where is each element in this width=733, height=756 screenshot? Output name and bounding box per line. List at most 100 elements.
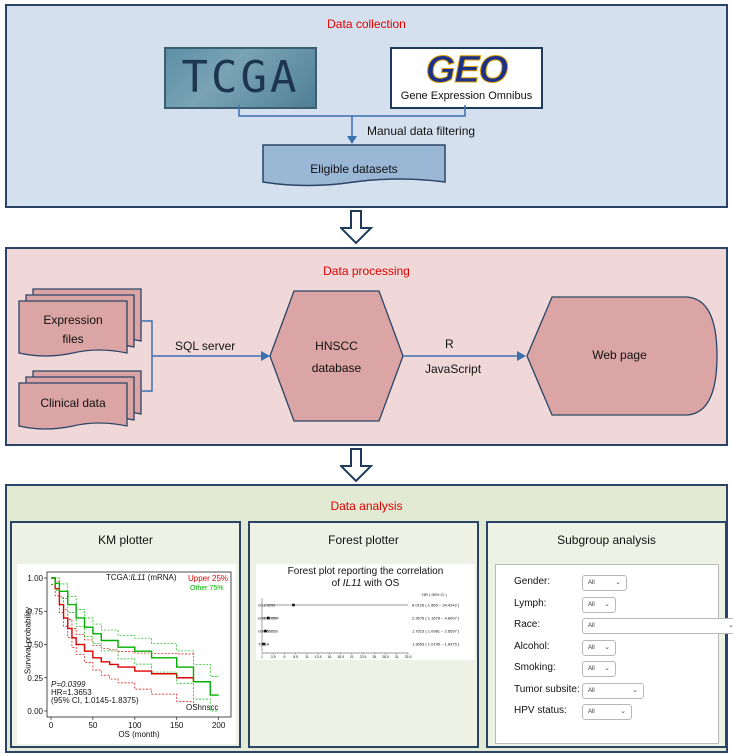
- subgroup-label-smoking: Smoking:: [514, 662, 556, 673]
- forest-point: [266, 616, 270, 620]
- subgroup-analysis-panel: Subgroup analysis Gender:All⌄Lymph:All⌄R…: [486, 521, 733, 748]
- expression-files-label-2: files: [62, 332, 84, 346]
- subgroup-label-alcohol: Alcohol:: [514, 640, 550, 652]
- subgroup-label-hpv-status: HPV status:: [514, 705, 567, 716]
- km-y-label: Survival probability: [23, 606, 33, 675]
- forest-x-tick-label: 13.5: [315, 655, 322, 659]
- tcga-logo-text: TCGA: [181, 52, 300, 103]
- km-ci-upper-line: [51, 577, 194, 656]
- subgroup-select-value: All: [588, 709, 595, 715]
- javascript-label: JavaScript: [425, 362, 482, 376]
- subgroup-select-race[interactable]: All ⌄: [582, 618, 733, 634]
- forest-plot-title-2: of IL11 with OS: [331, 578, 400, 589]
- expression-files-stack: [18, 288, 142, 357]
- chevron-down-icon: ⌄: [620, 708, 626, 715]
- forest-hr-value: 2.3676 ( 1.1678 ~ 4.8007 ): [412, 616, 460, 621]
- subgroup-select-alcohol[interactable]: All⌄: [582, 639, 616, 656]
- km-p-value: P=0.0399: [51, 680, 86, 689]
- forest-x-tick-label: 33.5: [405, 655, 412, 659]
- collection-connectors: [238, 105, 466, 187]
- subgroup-label-lymph: Lymph:: [514, 597, 547, 609]
- forest-x-tick-label: 26: [372, 655, 376, 659]
- forest-plotter-panel: Forest plotter Forest plot reporting the…: [248, 521, 479, 748]
- subgroup-select-value: All: [588, 666, 595, 672]
- km-x-tick-label: 0: [49, 721, 54, 730]
- km-y-tick-label: 0.00: [27, 707, 43, 716]
- web-page-label: Web page: [592, 348, 647, 362]
- clinical-data-stack: [18, 370, 142, 430]
- km-y-tick-label: 0.50: [27, 641, 43, 650]
- km-upper-legend: Upper 25%: [188, 574, 229, 583]
- forest-hr-value: 1.7623 ( 1.0981 ~ 2.6597 ): [412, 629, 460, 634]
- subgroup-select-gender[interactable]: All⌄: [582, 575, 627, 591]
- forest-x-tick-label: 28.5: [382, 655, 389, 659]
- chevron-down-icon: ⌄: [632, 686, 638, 694]
- chevron-down-icon: ⌄: [604, 600, 610, 608]
- subgroup-select-value: All: [588, 601, 595, 608]
- subgroup-select-value: All: [588, 623, 595, 629]
- km-ci-upper-line: [51, 577, 219, 677]
- forest-hr-value: 1.3653 ( 1.0145 ~ 1.8375 ): [412, 642, 460, 647]
- km-cohort-label: OShnscc: [186, 703, 219, 712]
- km-series-line: [51, 577, 195, 682]
- r-label: R: [445, 337, 454, 351]
- forest-point: [262, 642, 265, 646]
- km-gene-label: TCGA:IL11 (mRNA): [106, 573, 177, 582]
- forest-x-tick-label: 8.5: [293, 655, 298, 659]
- forest-hr-value: 8.0126 ( 1.865 ~ 34.4242 ): [412, 603, 460, 608]
- chevron-down-icon: ⌄: [728, 622, 733, 629]
- subgroup-label-race: Race:: [514, 619, 541, 630]
- forest-plotter-title: Forest plotter: [328, 533, 399, 547]
- forest-x-tick-label: 6: [283, 655, 285, 659]
- tcga-logo: TCGA: [164, 47, 317, 109]
- subgroup-select-value: All: [588, 644, 595, 651]
- clinical-data-label: Clinical data: [40, 396, 106, 410]
- km-x-label: OS (month): [118, 730, 160, 739]
- forest-x-tick-label: 1: [261, 655, 263, 659]
- forest-point: [292, 603, 295, 607]
- forest-x-tick-label: 11: [305, 655, 309, 659]
- subgroup-select-tumor-subsite[interactable]: All ⌄: [582, 682, 644, 699]
- subgroup-select-hpv-status[interactable]: All ⌄: [582, 704, 632, 720]
- data-processing-panel: Data processing Expression files Clinica…: [5, 247, 728, 446]
- down-arrow-icon: [340, 448, 374, 483]
- geo-logo-text: GEO: [425, 49, 508, 92]
- eligible-datasets-label: Eligible datasets: [310, 162, 398, 176]
- km-y-tick-label: 0.25: [27, 674, 43, 683]
- subgroup-select-value: All: [588, 687, 595, 694]
- database-hexagon: [269, 290, 404, 422]
- data-collection-title: Data collection: [327, 17, 406, 31]
- km-ci-value: (95% CI, 1.0145-1.8375): [51, 696, 139, 705]
- chevron-down-icon: ⌄: [615, 579, 621, 586]
- subgroup-select-lymph[interactable]: All ⌄: [582, 596, 616, 613]
- data-analysis-title: Data analysis: [330, 499, 403, 513]
- forest-plot: Forest plot reporting the correlation of…: [256, 564, 475, 660]
- km-ci-lower-line: [51, 584, 219, 712]
- km-plotter-title: KM plotter: [98, 533, 153, 547]
- forest-x-tick-label: 31: [395, 655, 399, 659]
- km-other-legend: Other 75%: [190, 585, 224, 592]
- data-processing-title: Data processing: [323, 264, 410, 278]
- forest-x-tick-label: 3.5: [271, 655, 276, 659]
- data-collection-panel: Data collection TCGA GEO Gene Expression…: [5, 4, 728, 208]
- subgroup-select-smoking[interactable]: All⌄: [582, 661, 616, 677]
- down-arrow-icon: [340, 210, 374, 245]
- subgroup-form: Gender: All ⌄ Lymph: All ⌄ Race: All ⌄ Alcohol: Al…: [495, 564, 733, 744]
- hnscc-label: HNSCC: [315, 339, 358, 353]
- km-series-line: [51, 577, 219, 696]
- web-page-shape: [526, 296, 718, 416]
- sql-server-label: SQL server: [175, 339, 236, 353]
- geo-subtitle: Gene Expression Omnibus: [400, 90, 533, 102]
- km-x-tick-label: 100: [128, 721, 142, 730]
- km-y-tick-label: 0.75: [27, 607, 43, 616]
- manual-filtering-label: Manual data filtering: [367, 124, 476, 138]
- forest-x-tick-label: 23.5: [360, 655, 367, 659]
- forest-x-tick-label: 18.5: [337, 655, 344, 659]
- forest-hr-header: HR ( 95% CI ): [422, 592, 447, 597]
- subgroup-label-gender: Gender:: [514, 576, 551, 587]
